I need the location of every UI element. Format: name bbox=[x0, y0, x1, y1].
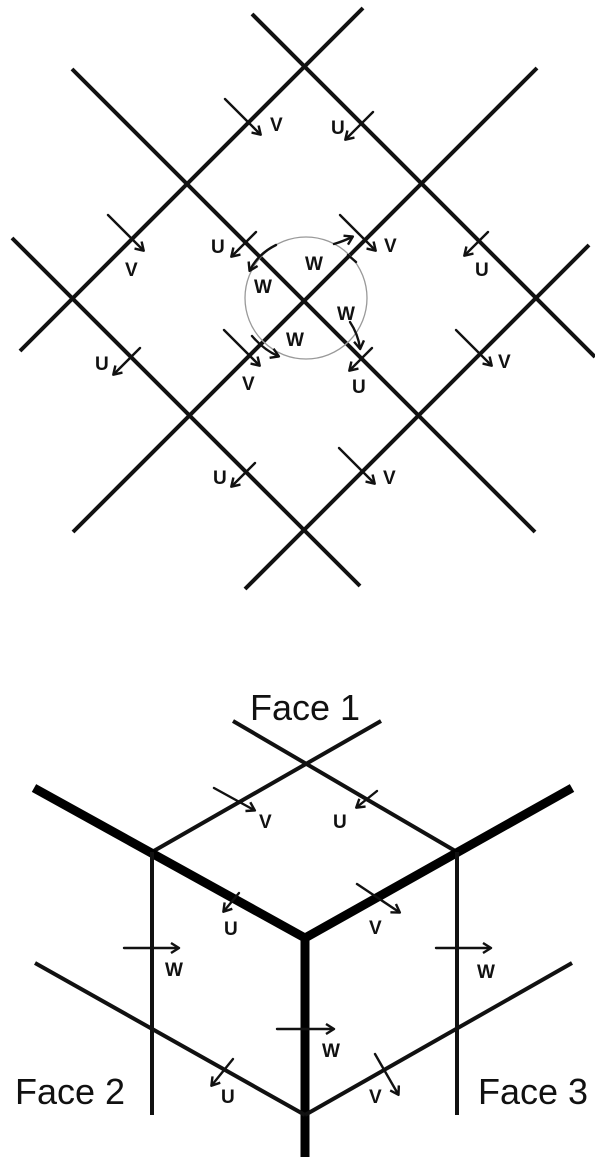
u-label: U bbox=[224, 919, 238, 940]
face1-line bbox=[231, 719, 459, 854]
vertex-circle bbox=[244, 236, 368, 360]
face1-title: Face 1 bbox=[250, 687, 360, 728]
u-arrow bbox=[114, 346, 142, 374]
w-label: W bbox=[165, 960, 183, 981]
v-label: V bbox=[369, 1087, 382, 1108]
v-arrow bbox=[355, 882, 399, 912]
cube-corner: V U U V W W W U V Face 1 Face 2 Face 3 bbox=[15, 687, 588, 1157]
v-arrow bbox=[454, 328, 491, 365]
square-lattice: V U V U W V U W W W U V V U U V bbox=[10, 6, 595, 591]
v-label: V bbox=[383, 468, 396, 489]
u-label: U bbox=[475, 260, 489, 281]
lattice-line bbox=[243, 243, 591, 591]
v-label: V bbox=[384, 236, 397, 257]
face1-line bbox=[151, 719, 382, 854]
w-label: W bbox=[254, 277, 272, 298]
u-arrow bbox=[232, 230, 258, 256]
u-arrow bbox=[346, 110, 375, 139]
v-label: V bbox=[259, 812, 272, 833]
lattice-line bbox=[71, 66, 539, 534]
v-arrow bbox=[212, 786, 254, 810]
w-arrow bbox=[332, 237, 358, 264]
v-arrow bbox=[338, 213, 375, 250]
u-arrow bbox=[232, 461, 257, 486]
v-arrow bbox=[222, 328, 259, 365]
u-arrow bbox=[224, 891, 241, 911]
v-label: V bbox=[125, 260, 138, 281]
u-label: U bbox=[352, 377, 366, 398]
u-label: U bbox=[331, 118, 345, 139]
face2-title: Face 2 bbox=[15, 1071, 125, 1112]
w-arrow bbox=[250, 243, 278, 270]
w-arrow bbox=[250, 334, 278, 356]
u-label: U bbox=[221, 1087, 235, 1108]
w-label: W bbox=[337, 304, 355, 325]
u-label: U bbox=[211, 237, 225, 258]
v-label: V bbox=[270, 115, 283, 136]
lattice-line bbox=[250, 12, 595, 359]
u-label: U bbox=[95, 354, 109, 375]
u-arrow bbox=[357, 789, 379, 807]
u-arrow bbox=[465, 230, 490, 255]
cube-edge bbox=[302, 784, 575, 942]
w-arrow bbox=[348, 320, 360, 348]
v-label: V bbox=[369, 918, 382, 939]
face2-line bbox=[34, 961, 306, 1117]
v-label: V bbox=[498, 352, 511, 373]
w-label: W bbox=[322, 1041, 340, 1062]
face3-line bbox=[304, 961, 573, 1117]
face3-title: Face 3 bbox=[478, 1071, 588, 1112]
w-label: W bbox=[477, 962, 495, 983]
v-arrow bbox=[373, 1052, 398, 1094]
v-arrow bbox=[337, 446, 374, 483]
w-label: W bbox=[286, 330, 304, 351]
v-label: V bbox=[242, 374, 255, 395]
u-label: U bbox=[333, 812, 347, 833]
u-arrow bbox=[212, 1057, 235, 1085]
u-arrow bbox=[350, 346, 374, 370]
lattice-line bbox=[10, 236, 362, 588]
cube-edge bbox=[31, 784, 308, 942]
v-arrow bbox=[223, 97, 260, 134]
v-arrow bbox=[106, 213, 143, 250]
u-label: U bbox=[213, 468, 227, 489]
w-label: W bbox=[305, 254, 323, 275]
lattice-line bbox=[18, 6, 365, 353]
